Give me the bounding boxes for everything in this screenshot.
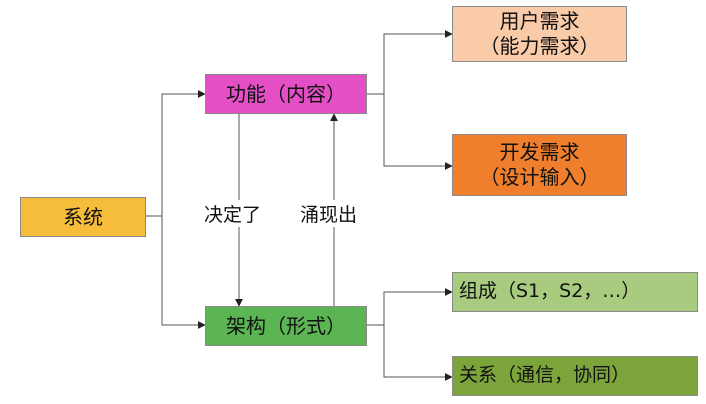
node-system-label: 系统 xyxy=(63,204,103,229)
node-development-requirements-line2: （设计输入） xyxy=(479,165,600,189)
edge-system-architecture xyxy=(161,216,206,329)
node-development-requirements: 开发需求 （设计输入） xyxy=(452,134,627,196)
edge-architecture-relation xyxy=(383,325,453,381)
node-user-requirements: 用户需求 （能力需求） xyxy=(452,6,627,62)
node-development-requirements-line1: 开发需求 xyxy=(499,140,580,164)
node-user-requirements-line2: （能力需求） xyxy=(479,34,600,58)
node-function: 功能（内容） xyxy=(205,74,367,114)
node-function-label: 功能（内容） xyxy=(226,81,346,106)
edge-system-function xyxy=(146,90,206,217)
edge-architecture-composition xyxy=(367,288,453,326)
node-relation: 关系（通信，协同） xyxy=(452,356,698,396)
edge-label-determines: 决定了 xyxy=(202,200,264,227)
edge-label-emerges: 涌现出 xyxy=(298,200,360,227)
node-relation-label: 关系（通信，协同） xyxy=(459,364,631,387)
edge-function-dev-req xyxy=(383,94,453,170)
edge-function-user-req xyxy=(367,30,453,95)
node-system: 系统 xyxy=(20,197,146,237)
node-composition: 组成（S1，S2，…） xyxy=(452,272,698,312)
node-architecture-label: 架构（形式） xyxy=(226,313,346,338)
node-architecture: 架构（形式） xyxy=(205,306,367,346)
node-composition-label: 组成（S1，S2，…） xyxy=(459,280,641,303)
node-user-requirements-line1: 用户需求 xyxy=(499,9,580,33)
